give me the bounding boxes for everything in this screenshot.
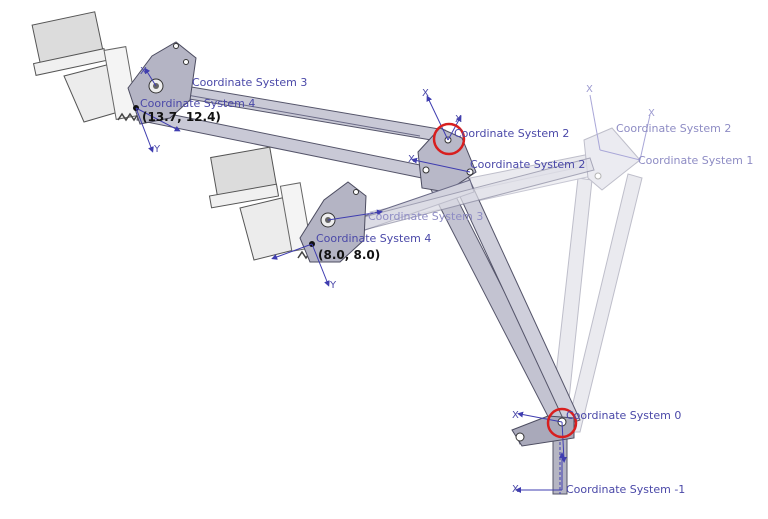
- ghost-joint: [594, 172, 602, 180]
- label-cs2-ghost: Coordinate System 2: [616, 122, 731, 135]
- ghost-frame-axes: [589, 94, 651, 161]
- ghost-axis-x-2: X: [648, 108, 655, 119]
- label-cs2-solid: Coordinate System 2: [454, 127, 569, 140]
- upper-servo-assembly: [31, 11, 197, 125]
- label-cs4-ghost: Coordinate System 4: [316, 232, 431, 245]
- highlight-ring-base-joint: [546, 407, 578, 439]
- label-cs4-solid: Coordinate System 4: [140, 97, 255, 110]
- label-cs1-ghost: Coordinate System 1: [638, 154, 753, 167]
- axis-y-label-servo-upper: Y: [153, 144, 161, 155]
- axis-x-label-upper-2: X: [455, 114, 462, 125]
- coord-readout-upper: (13.7, 12.4): [142, 110, 221, 124]
- label-cs3-ghost: Coordinate System 3: [368, 210, 483, 223]
- axis-x-label-servo-upper: X: [140, 66, 147, 77]
- frame-axes: [135, 67, 567, 493]
- label-cs-neg1: Coordinate System -1: [566, 483, 685, 496]
- coord-readout-lower: (8.0, 8.0): [318, 248, 380, 262]
- label-cs3-solid: Coordinate System 3: [192, 76, 307, 89]
- axis-x-label-cs0: X: [512, 410, 519, 421]
- ghost-link-right: [565, 173, 643, 433]
- highlight-ring-upper-joint: [432, 122, 466, 156]
- axis-x-label-plate: X: [408, 154, 415, 165]
- label-cs2-mid: Coordinate System 2: [470, 158, 585, 171]
- axis-x-label-upper: X: [422, 88, 429, 99]
- ghost-axis-x-1: X: [586, 84, 593, 95]
- axis-x-label-cs-neg1: X: [512, 484, 519, 495]
- axis-y-label-servo-lower: Y: [329, 280, 337, 291]
- label-cs0: Coordinate System 0: [566, 409, 681, 422]
